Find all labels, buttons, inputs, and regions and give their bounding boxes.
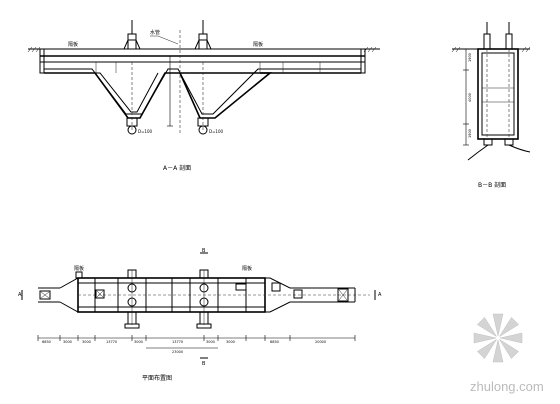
plan-dim-10: 20000 bbox=[315, 340, 326, 344]
section-bb: 1900 4000 1900 B－B 剖面 bbox=[451, 22, 531, 189]
plan-dimension-chain: 6850 3000 3000 13770 3000 13770 3000 300… bbox=[37, 335, 356, 354]
plan-title: 平面布置图 bbox=[142, 374, 172, 382]
watermark-text: zhulong.com bbox=[470, 379, 544, 394]
outlet-pipe-right bbox=[197, 117, 209, 135]
plan-dim-2: 3000 bbox=[63, 340, 72, 344]
plan-dim-6: 13770 bbox=[172, 340, 183, 344]
plan-view: B B A A bbox=[18, 248, 382, 382]
bb-dim-3: 1900 bbox=[468, 129, 472, 138]
plan-dim-5: 3000 bbox=[134, 340, 143, 344]
aa-title: A－A 剖面 bbox=[163, 164, 191, 172]
column-left bbox=[123, 20, 141, 50]
plan-label-right: 隔板 bbox=[242, 265, 252, 272]
bb-dim-1: 1900 bbox=[468, 53, 472, 62]
aa-label-callout: 水管 bbox=[150, 29, 160, 36]
plan-dim-4: 13770 bbox=[106, 340, 117, 344]
aa-label-left: 隔板 bbox=[68, 41, 78, 48]
plan-dim-3: 3000 bbox=[82, 340, 91, 344]
plan-dim-8: 3000 bbox=[226, 340, 235, 344]
plan-marker-a: A bbox=[18, 292, 22, 298]
plan-dim-mid: 23000 bbox=[172, 350, 183, 354]
aa-dim-left: D=100 bbox=[138, 129, 153, 134]
aa-label-right: 隔板 bbox=[253, 41, 263, 48]
ground-hatch-left bbox=[27, 46, 41, 53]
outlet-pipe-left bbox=[126, 117, 138, 135]
aa-dim-right: D=100 bbox=[209, 129, 224, 134]
plan-label-left: 隔板 bbox=[74, 265, 84, 272]
bb-title: B－B 剖面 bbox=[478, 181, 506, 189]
plan-marker-b: B bbox=[202, 248, 206, 254]
bb-dim-2: 4000 bbox=[468, 93, 472, 102]
column-right bbox=[194, 20, 212, 50]
plan-dim-9: 6850 bbox=[270, 340, 279, 344]
plan-dim-7: 3000 bbox=[206, 340, 215, 344]
section-aa: 隔板 隔板 水管 D=100 D=100 A－A 剖面 bbox=[27, 20, 380, 172]
zhulong-flower-logo bbox=[473, 313, 523, 363]
plan-marker-b2: B bbox=[202, 361, 206, 367]
ground-hatch-right bbox=[363, 46, 377, 53]
plan-marker-a2: A bbox=[378, 292, 382, 298]
plan-dim-1: 6850 bbox=[42, 340, 51, 344]
